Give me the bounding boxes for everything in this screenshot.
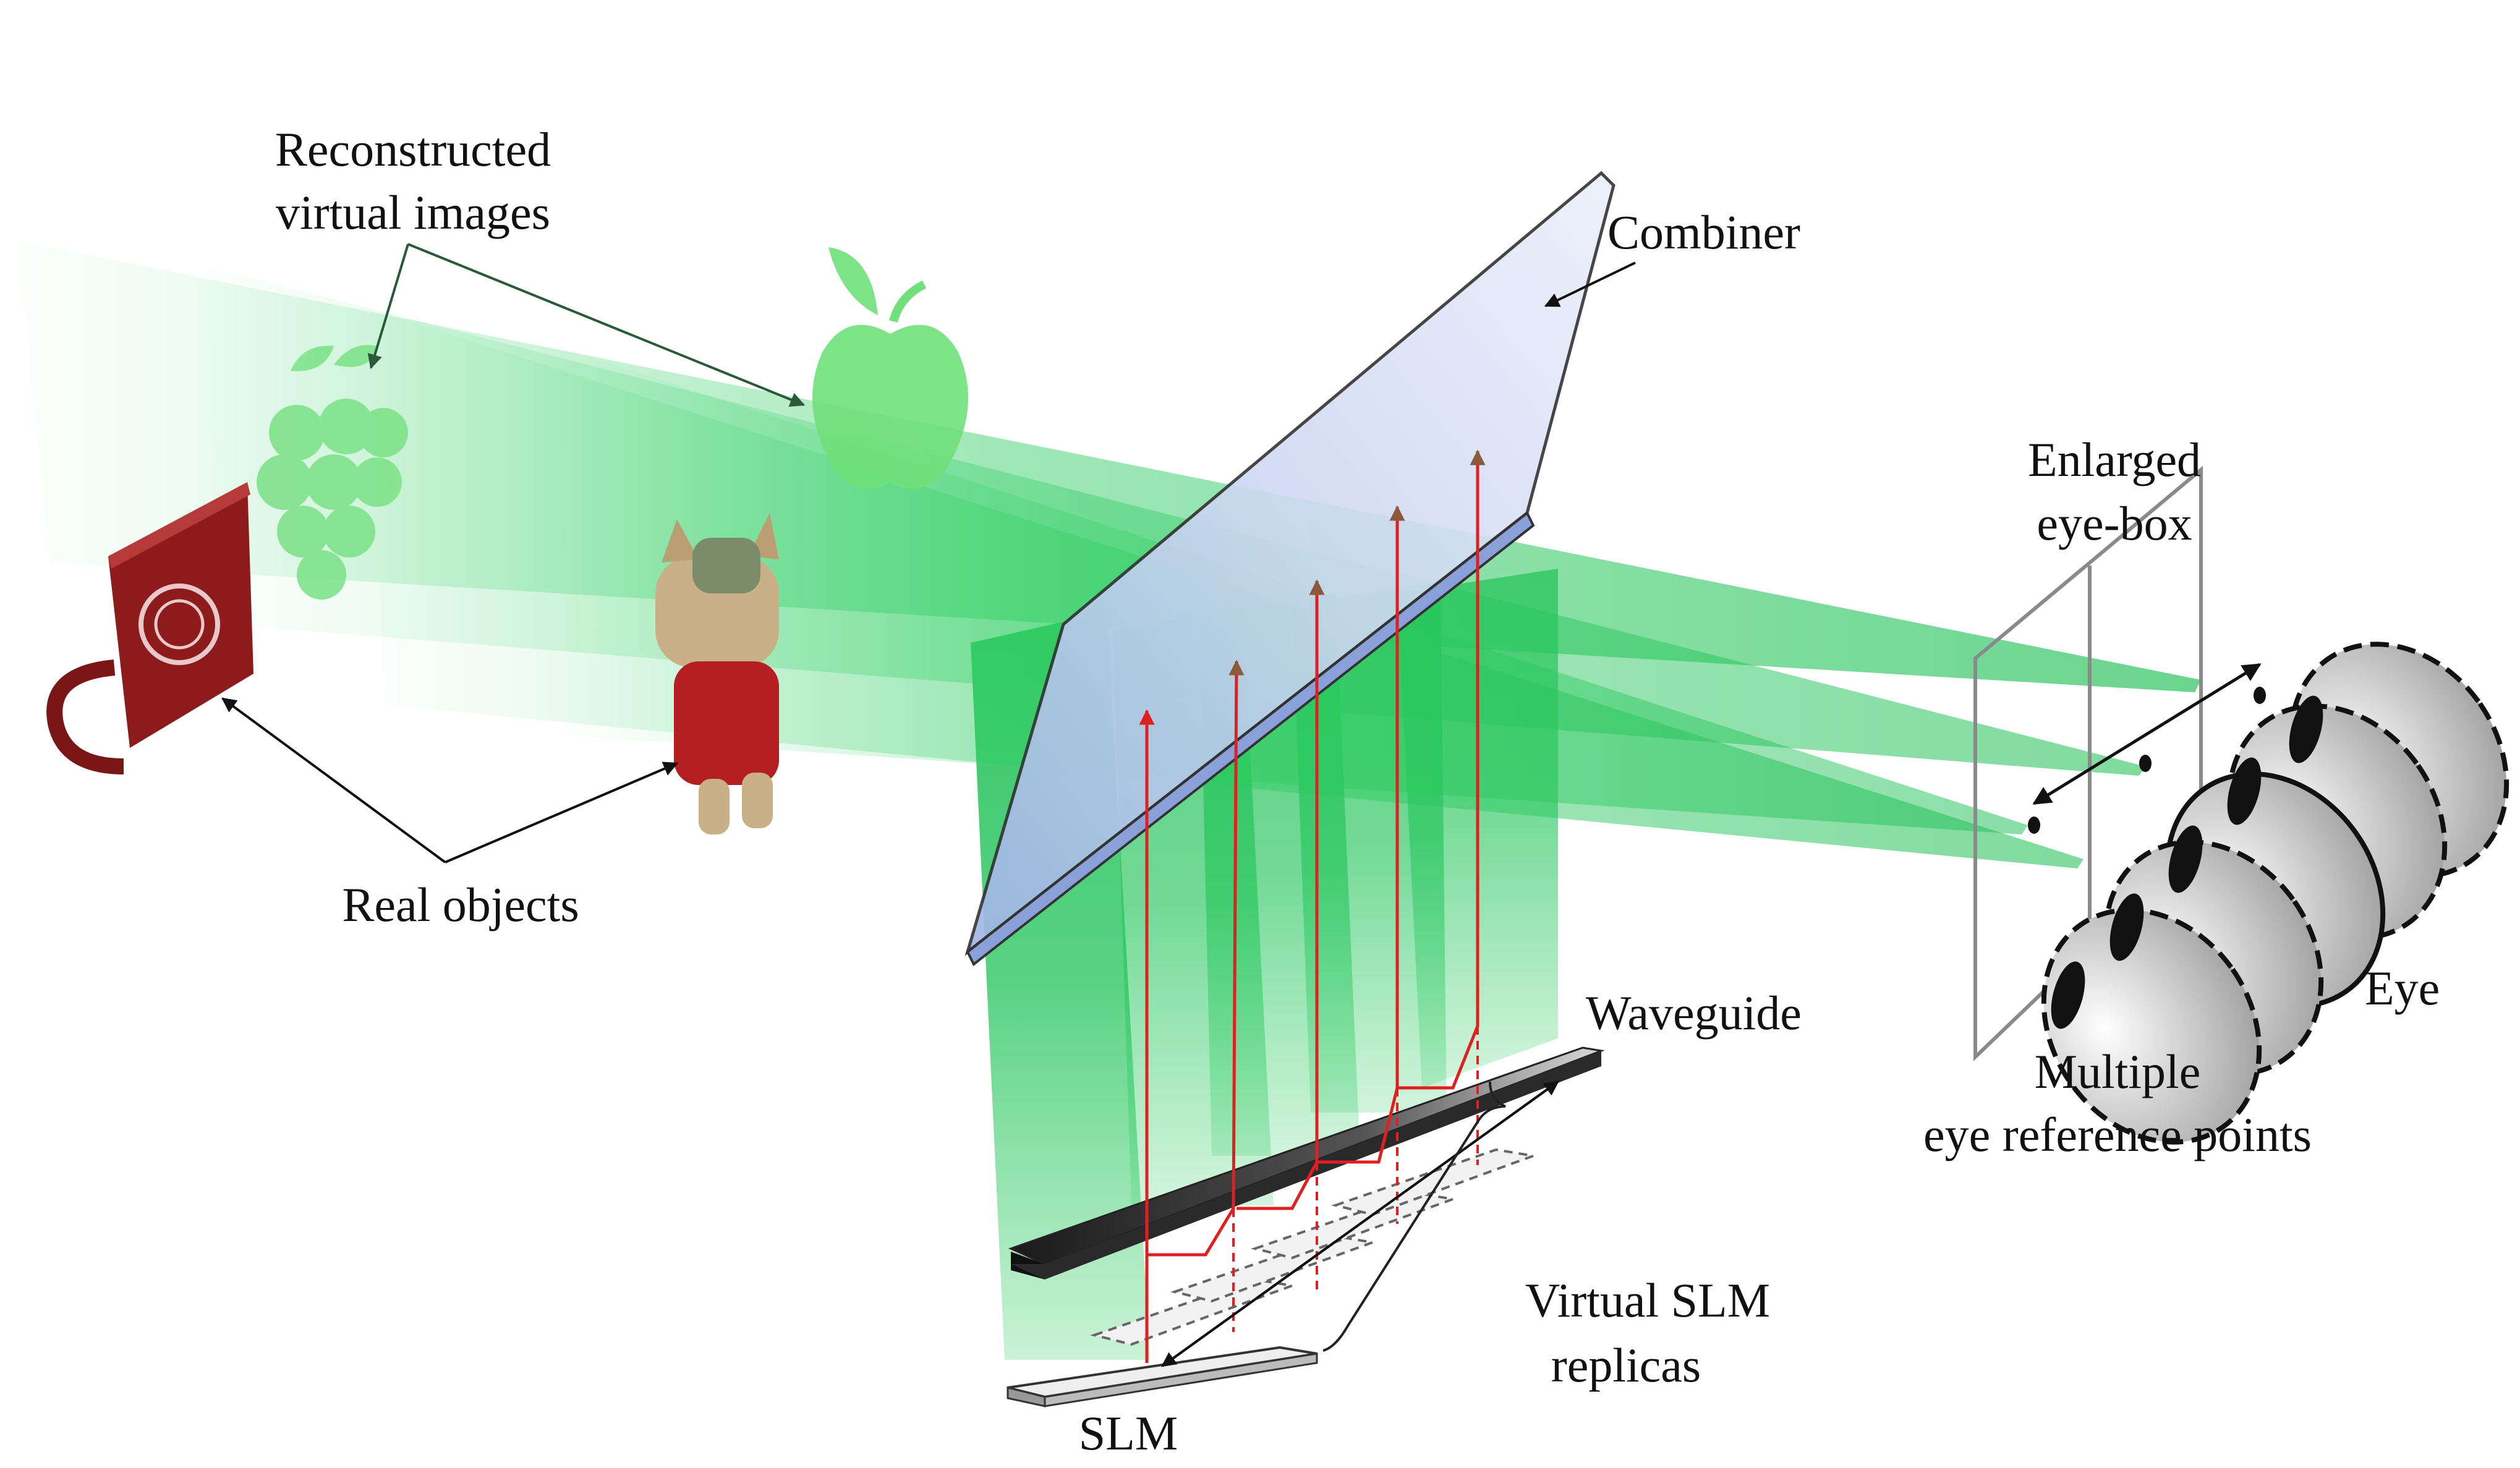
waveguide [1008,1046,1605,1279]
apple-virtual-image [812,247,968,490]
annotation-arrows [221,243,1636,863]
label-multiple-eye-reference-points-line2: eye reference points [1923,1108,2312,1161]
label-virtual-slm-replicas-line1: Virtual SLM [1525,1273,1770,1327]
grapes-virtual-image [257,345,408,600]
eye-box-extent-arrow [2032,663,2262,805]
label-slm: SLM [1079,1406,1178,1460]
label-multiple-eye-reference-points-line1: Multiple [2035,1045,2201,1098]
label-reconstructed-virtual-images-line1: Reconstructed [275,122,551,176]
label-enlarged-eye-box-line2: eye-box [2037,496,2192,550]
label-waveguide: Waveguide [1586,986,1802,1040]
label-reconstructed-virtual-images-line2: virtual images [276,185,550,239]
virtual-slm-replicas [1089,1148,1538,1346]
slm-device [1007,1346,1318,1407]
label-virtual-slm-replicas-line2: replicas [1551,1338,1701,1392]
replica-brace [1322,1081,1506,1352]
combiner-plate [964,171,1615,967]
tiger-figurine [655,513,779,834]
mug-object [46,482,253,774]
label-eye: Eye [2365,961,2440,1015]
eye-ellipses [2041,642,2509,1145]
label-real-objects: Real objects [342,878,579,931]
label-enlarged-eye-box-line1: Enlarged [2028,433,2201,486]
label-combiner: Combiner [1607,205,1800,259]
ray-paths [1139,449,1559,1367]
